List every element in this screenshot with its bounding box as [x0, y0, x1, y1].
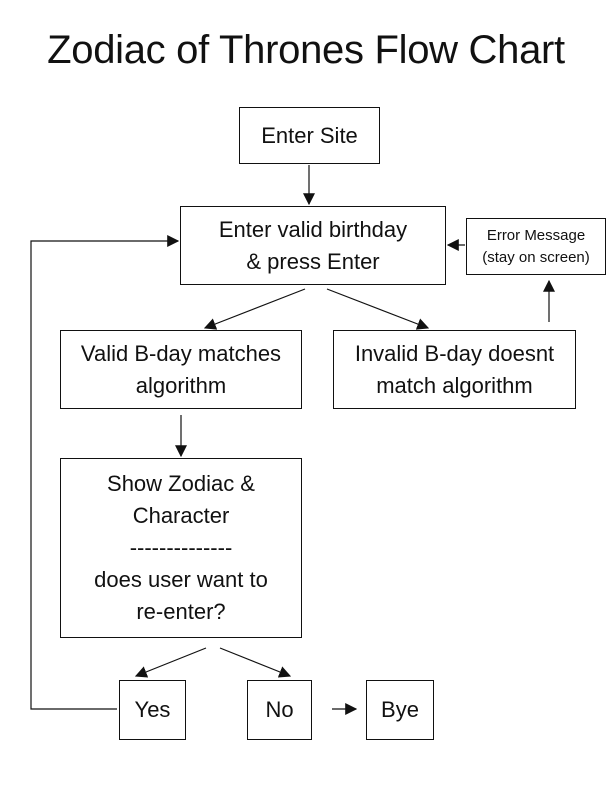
show-zodiac-node: Show Zodiac & Character -------------- d…: [60, 458, 302, 638]
invalid-bday-line-2: match algorithm: [376, 372, 533, 398]
show-zodiac-line-1: Show Zodiac &: [107, 471, 255, 496]
valid-bday-line-2: algorithm: [135, 372, 227, 398]
error-message-node: Error Message (stay on screen): [466, 218, 606, 275]
yes-label: Yes: [134, 697, 171, 722]
enter-birthday-node: Enter valid birthday & press Enter: [180, 206, 446, 285]
no-node: No: [247, 680, 312, 740]
enter-site-node: Enter Site: [239, 107, 380, 164]
arrow-show-to-yes: [134, 647, 207, 678]
arrow-birthday-to-valid: [203, 288, 306, 330]
bye-label: Bye: [381, 697, 419, 722]
arrow-show-to-no: [219, 647, 292, 678]
valid-bday-node: Valid B-day matches algorithm: [60, 330, 302, 409]
bye-node: Bye: [366, 680, 434, 740]
yes-node: Yes: [119, 680, 186, 740]
arrow-birthday-to-invalid: [326, 288, 430, 330]
show-zodiac-line-4: re-enter?: [136, 599, 226, 624]
arrow-yes-loop-to-birthday: [30, 235, 180, 710]
enter-birthday-line-1: Enter valid birthday: [218, 216, 408, 242]
error-message-line-1: Error Message: [486, 226, 586, 244]
error-message-line-2: (stay on screen): [482, 248, 590, 266]
invalid-bday-line-1: Invalid B-day doesnt: [354, 340, 555, 366]
show-zodiac-line-3: does user want to: [94, 567, 268, 592]
show-zodiac-divider: --------------: [129, 535, 233, 560]
show-zodiac-line-2: Character: [132, 503, 230, 528]
no-label: No: [265, 697, 294, 722]
valid-bday-line-1: Valid B-day matches: [80, 340, 282, 366]
invalid-bday-node: Invalid B-day doesnt match algorithm: [333, 330, 576, 409]
enter-site-label: Enter Site: [261, 122, 358, 148]
enter-birthday-line-2: & press Enter: [246, 248, 380, 274]
page-title: Zodiac of Thrones Flow Chart: [47, 28, 565, 72]
